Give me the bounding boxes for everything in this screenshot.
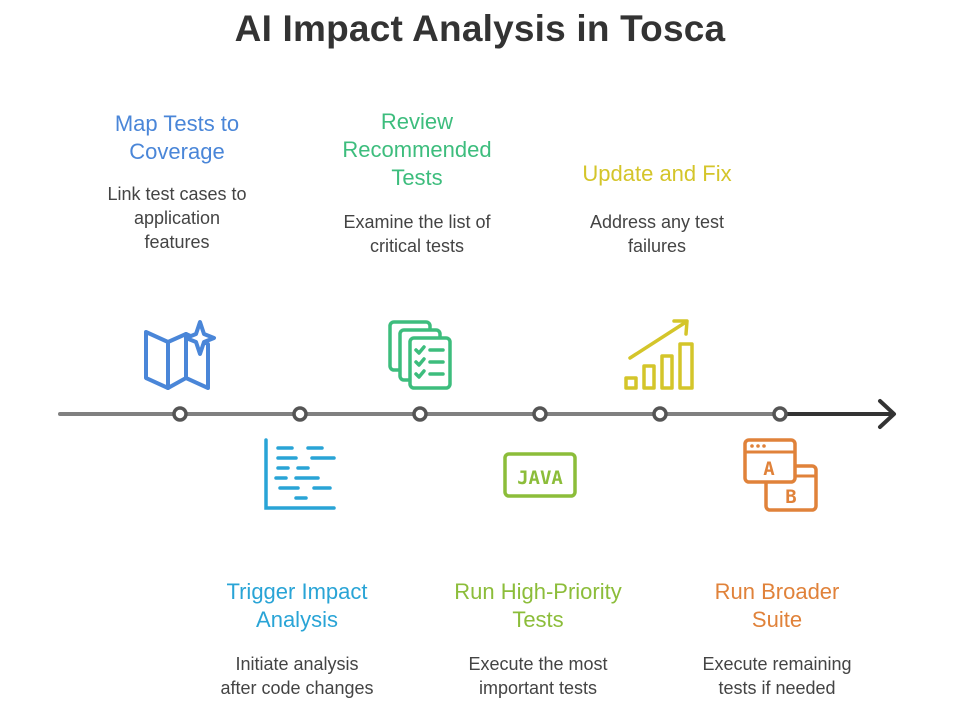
ab-label-b: B	[785, 486, 796, 508]
timeline-nodes	[172, 406, 788, 422]
step-description: Execute remaining tests if needed	[702, 654, 852, 698]
step-title: Map Tests to Coverage	[114, 111, 240, 164]
step-map-tests: Map Tests to Coverage Link test cases to…	[67, 110, 287, 254]
map-sparkle-icon	[144, 320, 216, 390]
ab-test-icon: A B	[743, 438, 818, 512]
step-trigger-analysis: Trigger Impact Analysis Initiate analysi…	[187, 578, 407, 700]
step-description: Link test cases to application features	[107, 184, 247, 252]
step-run-high-priority: Run High-Priority Tests Execute the most…	[428, 578, 648, 700]
step-description: Initiate analysis after code changes	[220, 654, 374, 698]
ab-label-a: A	[763, 458, 775, 480]
step-description: Execute the most important tests	[468, 654, 608, 698]
step-review-tests: Review Recommended Tests Examine the lis…	[307, 108, 527, 258]
timeline-node	[772, 406, 788, 422]
step-title: Trigger Impact Analysis	[226, 579, 368, 632]
step-update-fix: Update and Fix Address any test failures	[547, 160, 767, 258]
java-label: JAVA	[517, 467, 563, 489]
timeline-node	[292, 406, 308, 422]
arrow-head-icon	[878, 399, 896, 429]
step-title: Run High-Priority Tests	[454, 579, 622, 632]
step-title: Review Recommended Tests	[342, 109, 492, 190]
timeline-node	[412, 406, 428, 422]
checklist-stack-icon	[388, 320, 452, 390]
step-title: Update and Fix	[582, 161, 732, 186]
gantt-list-icon	[264, 438, 336, 510]
step-description: Examine the list of critical tests	[343, 212, 491, 256]
step-title: Run Broader Suite	[714, 579, 840, 632]
timeline-node	[652, 406, 668, 422]
step-description: Address any test failures	[589, 212, 725, 256]
growth-chart-icon	[624, 319, 694, 390]
step-run-broader-suite: Run Broader Suite Execute remaining test…	[667, 578, 887, 700]
java-icon: JAVA	[503, 452, 577, 498]
page-title: AI Impact Analysis in Tosca	[234, 8, 726, 49]
timeline-node	[172, 406, 188, 422]
timeline-node	[532, 406, 548, 422]
